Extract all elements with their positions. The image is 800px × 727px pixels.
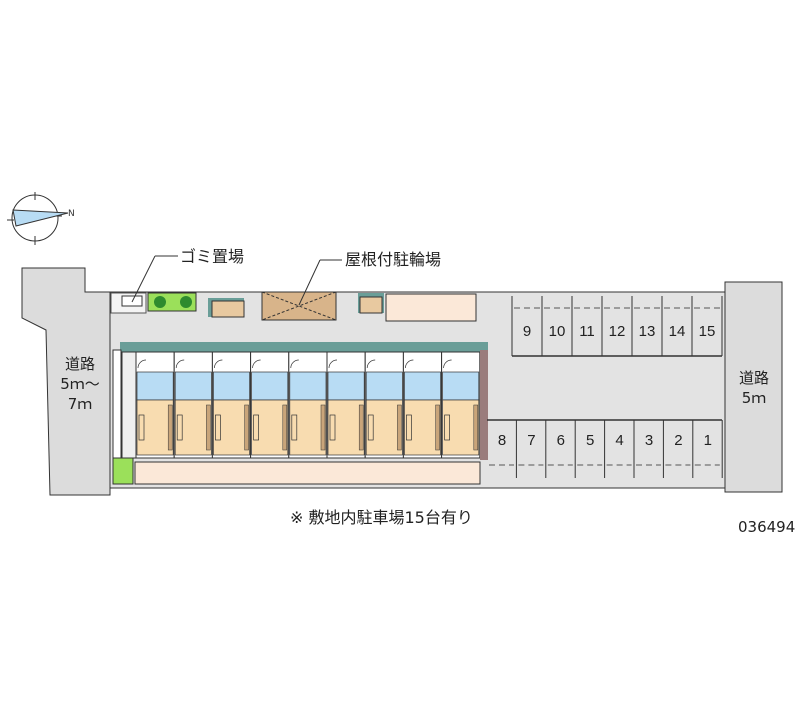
parking-space-number: 9 bbox=[523, 323, 531, 340]
parking-note: ※ 敷地内駐車場15台有り bbox=[290, 508, 473, 527]
parking-space-number: 1 bbox=[704, 432, 712, 449]
left-road-label: 道路 5ｍ～ 7ｍ bbox=[52, 354, 108, 414]
parking-space-number: 3 bbox=[645, 432, 653, 449]
parking-space: 6 bbox=[547, 420, 576, 478]
parking-space: 9 bbox=[514, 296, 543, 356]
parking-space: 3 bbox=[636, 420, 664, 478]
parking-space: 12 bbox=[604, 296, 633, 356]
parking-space-number: 11 bbox=[579, 323, 595, 340]
parking-space: 15 bbox=[694, 296, 723, 356]
apartment-unit bbox=[173, 351, 213, 459]
garbage-label: ゴミ置場 bbox=[180, 247, 245, 266]
right-road-label: 道路 5ｍ bbox=[728, 368, 780, 408]
property-code: 036494 bbox=[738, 518, 796, 536]
left-road bbox=[21, 267, 111, 496]
parking-space-number: 14 bbox=[669, 323, 686, 340]
apartment-unit bbox=[441, 351, 481, 459]
parking-space: 4 bbox=[606, 420, 635, 478]
apartment-unit bbox=[402, 351, 443, 459]
right-road bbox=[724, 281, 783, 493]
parking-space: 14 bbox=[664, 296, 693, 356]
apartment-unit bbox=[326, 351, 366, 459]
parking-space: 7 bbox=[518, 420, 547, 478]
parking-space: 5 bbox=[577, 420, 606, 478]
parking-space: 8 bbox=[489, 420, 517, 478]
parking-space-number: 7 bbox=[527, 432, 535, 449]
parking-space: 1 bbox=[694, 420, 723, 478]
parking-space: 2 bbox=[665, 420, 694, 478]
right-road-width: 5ｍ bbox=[741, 389, 767, 407]
compass-icon: N bbox=[7, 192, 75, 245]
apartment-unit bbox=[211, 351, 252, 459]
left-road-width: 5ｍ～ bbox=[60, 375, 100, 393]
walkway bbox=[112, 349, 122, 459]
parking-space-number: 13 bbox=[639, 323, 656, 340]
parking-space-number: 5 bbox=[586, 432, 594, 449]
building-roof bbox=[120, 342, 488, 352]
parking-space-number: 6 bbox=[557, 432, 565, 449]
parking-space: 13 bbox=[634, 296, 663, 356]
right-road-name: 道路 bbox=[738, 369, 769, 387]
apartment-unit bbox=[135, 351, 175, 459]
apartment-unit bbox=[288, 351, 328, 459]
parking-space-number: 12 bbox=[609, 323, 626, 340]
parking-space: 11 bbox=[574, 296, 603, 356]
compass-n-label: N bbox=[68, 209, 75, 219]
apartment-unit bbox=[364, 351, 404, 459]
apartment-unit bbox=[250, 351, 290, 459]
parking-space: 10 bbox=[544, 296, 573, 356]
parking-space-number: 2 bbox=[674, 432, 682, 449]
parking-space-number: 10 bbox=[549, 323, 566, 340]
parking-space-number: 4 bbox=[615, 432, 623, 449]
left-road-name: 道路 bbox=[64, 355, 95, 373]
bike-parking-label: 屋根付駐輪場 bbox=[345, 250, 442, 269]
parking-space-number: 8 bbox=[498, 432, 506, 449]
parking-space-number: 15 bbox=[699, 323, 716, 340]
planting bbox=[112, 457, 134, 485]
left-road-width: 7ｍ bbox=[67, 395, 93, 413]
